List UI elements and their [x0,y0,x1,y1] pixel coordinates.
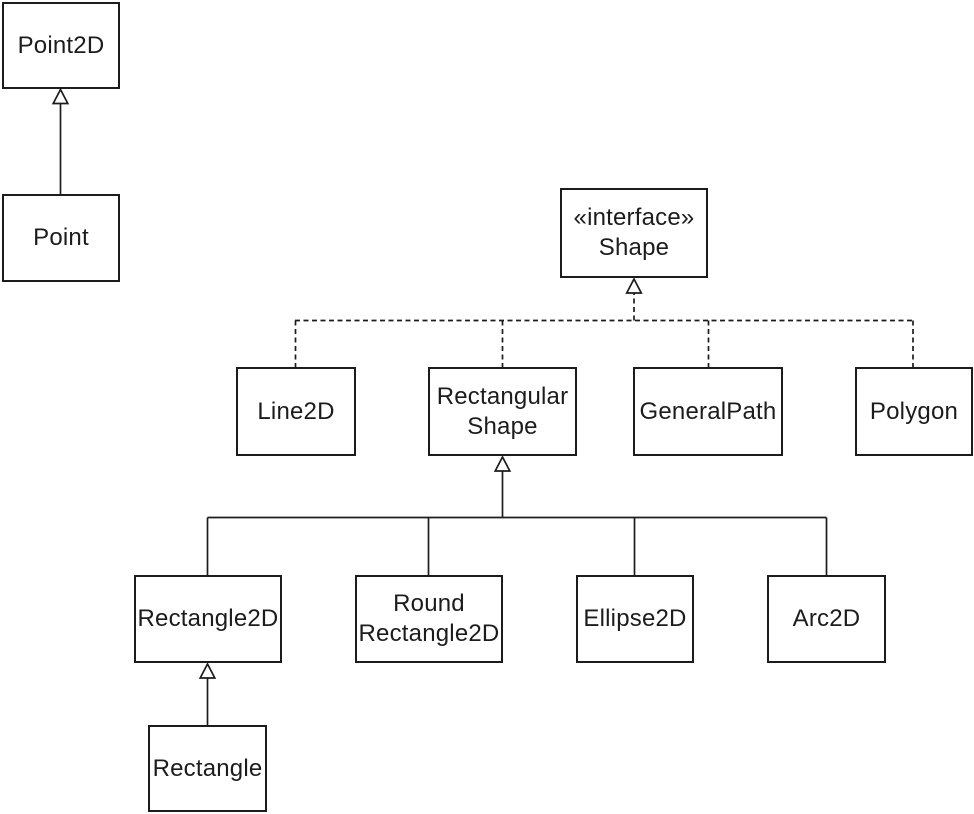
class-box-ellipse2d: Ellipse2D [576,575,694,663]
hollow-triangle-point2d [51,87,70,105]
edge-point-to-point2d [51,87,70,194]
interface-box-shape: «interface» Shape [560,188,708,278]
edge-rectangle-to-rectangle2d [198,662,217,725]
class-box-arc2d: Arc2D [767,575,886,663]
edge-realization-bus [294,319,914,367]
class-box-rectangular-shape: Rectangular Shape [428,367,577,456]
class-box-rectangle: Rectangle [148,725,267,812]
class-box-round-rectangle2d: Round Rectangle2D [355,575,503,663]
class-box-polygon: Polygon [855,367,973,456]
class-box-rectangle2d: Rectangle2D [134,575,282,663]
class-box-point: Point [2,194,120,282]
hollow-triangle-shape [625,277,643,294]
class-box-line2d: Line2D [236,367,356,456]
edge-realization-trunk-shape [625,277,643,321]
hollow-triangle-rectangle2d [198,662,217,679]
edge-generalization-trunk-rectangular-shape [493,455,512,518]
class-box-generalpath: GeneralPath [633,367,783,456]
edge-generalization-bus [206,516,828,575]
class-box-point2d: Point2D [2,2,120,89]
hollow-triangle-rectangular-shape [493,455,512,472]
